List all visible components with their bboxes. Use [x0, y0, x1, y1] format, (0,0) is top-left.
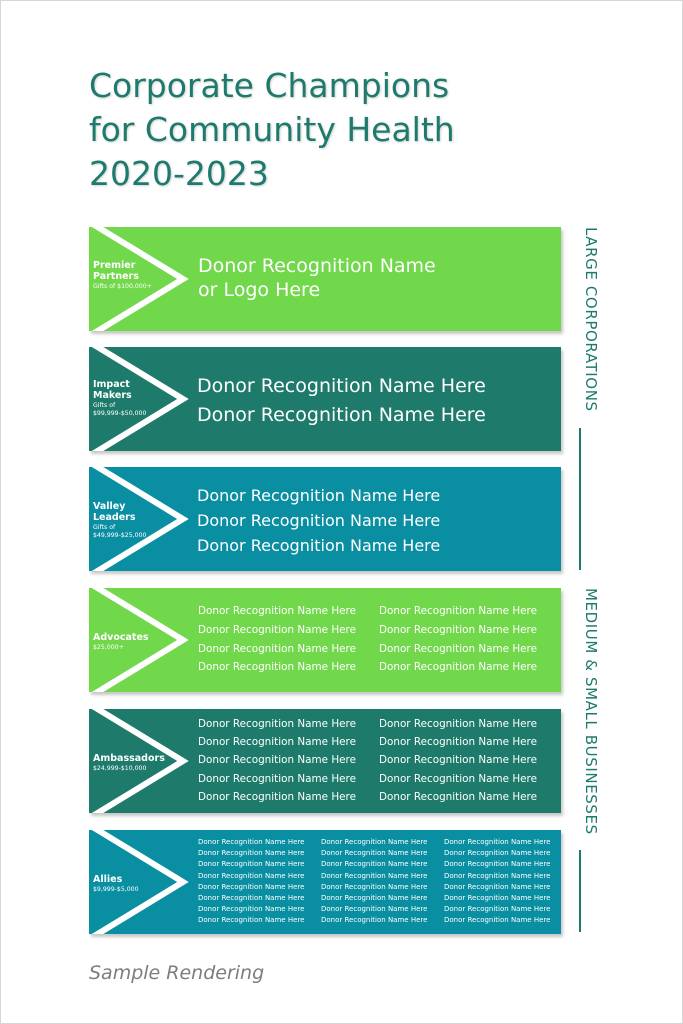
tier-label: Valley Leaders Gifts of $49,999-$25,000: [93, 501, 155, 540]
donor-name: Donor Recognition Name Here: [198, 605, 356, 617]
donor-name: Donor Recognition Name Here: [379, 754, 537, 767]
chevron-arrow-icon: [91, 467, 189, 571]
tier-label: Ambassadors $24,999-$10,000: [93, 753, 165, 773]
donor-names: Donor Recognition Name Here Donor Recogn…: [198, 837, 567, 927]
donor-name: Donor Recognition Name Here: [198, 754, 356, 767]
donor-name: Donor Recognition Name Here: [321, 860, 428, 869]
tier-gift-range: $25,000+: [93, 644, 124, 651]
tier-name: Valley Leaders: [93, 501, 136, 523]
tier-allies: Allies $9,999-$5,000 Donor Recognition N…: [89, 830, 561, 934]
donor-name: Donor Recognition Name Here: [444, 905, 551, 914]
donor-name: Donor Recognition Name Here: [197, 404, 486, 426]
tier-premier-partners: Premier Partners Gifts of $100,000+ Dono…: [89, 227, 561, 331]
donor-name: Donor Recognition Name Here: [444, 894, 551, 903]
donor-name: Donor Recognition Name Here: [198, 882, 305, 891]
donor-name: Donor Recognition Name Here: [379, 623, 537, 636]
donor-name: Donor Recognition Name Here: [197, 511, 441, 530]
tier-name: Impact Makers: [93, 379, 132, 401]
donor-names: Donor Recognition Name Here Donor Recogn…: [197, 483, 440, 558]
donor-name: Donor Recognition Name Here: [198, 623, 356, 636]
side-divider-rule: [579, 850, 581, 932]
donor-name: Donor Recognition Name Here: [198, 871, 305, 880]
donor-name: Donor Recognition Name Here: [198, 849, 305, 858]
page-title: Corporate Champions for Community Health…: [89, 66, 455, 193]
donor-name: Donor Recognition Name Here: [444, 838, 551, 846]
donor-name: Donor Recognition Name Here: [379, 790, 537, 803]
donor-name: Donor Recognition Name Here: [197, 486, 441, 505]
donor-name: Donor Recognition Name Here: [198, 790, 356, 803]
donor-name: Donor Recognition Name Here: [444, 882, 551, 891]
donor-name: Donor Recognition Name Here: [197, 375, 486, 397]
donor-name: Donor Recognition Name Here: [198, 905, 305, 914]
donor-names: Donor Recognition Name or Logo Here: [198, 254, 436, 302]
tier-label: Impact Makers Gifts of $99,999-$50,000: [93, 379, 155, 418]
tier-impact-makers: Impact Makers Gifts of $99,999-$50,000 D…: [89, 347, 561, 451]
sample-rendering-caption: Sample Rendering: [89, 962, 265, 984]
donor-name: Donor Recognition Name Here: [444, 849, 551, 858]
tier-label: Advocates $25,000+: [93, 632, 155, 652]
donor-name: Donor Recognition Name Here: [321, 905, 428, 914]
donor-name: Donor Recognition Name Here: [379, 605, 537, 617]
donor-name: Donor Recognition Name Here: [198, 718, 356, 730]
donor-names: Donor Recognition Name Here Donor Recogn…: [198, 715, 560, 806]
donor-name: Donor Recognition Name Here: [321, 849, 428, 858]
chevron-arrow-icon: [91, 347, 189, 451]
tier-gift-range: $24,999-$10,000: [93, 765, 147, 772]
chevron-arrow-icon: [91, 830, 189, 934]
donor-name: Donor Recognition Name Here: [321, 871, 428, 880]
donor-name: Donor Recognition Name: [198, 255, 436, 277]
donor-names: Donor Recognition Name Here Donor Recogn…: [198, 602, 560, 677]
side-divider-rule: [579, 428, 581, 570]
tier-gift-range: Gifts of $99,999-$50,000: [93, 402, 147, 417]
tier-gift-range: $9,999-$5,000: [93, 886, 139, 893]
donor-name: Donor Recognition Name Here: [198, 661, 356, 674]
chevron-arrow-icon: [91, 588, 189, 692]
donor-name: Donor Recognition Name Here: [444, 860, 551, 869]
chevron-arrow-icon: [91, 227, 189, 331]
chevron-arrow-icon: [91, 709, 189, 813]
donor-name: Donor Recognition Name Here: [379, 736, 537, 749]
donor-name: Donor Recognition Name Here: [379, 661, 537, 674]
tier-gift-range: Gifts of $49,999-$25,000: [93, 524, 147, 539]
tier-valley-leaders: Valley Leaders Gifts of $49,999-$25,000 …: [89, 467, 561, 571]
donor-name: Donor Recognition Name Here: [198, 772, 356, 785]
side-label-large-corporations: LARGE CORPORATIONS: [582, 227, 600, 412]
donor-name: Donor Recognition Name Here: [321, 916, 428, 925]
donor-name: Donor Recognition Name Here: [379, 718, 537, 730]
donor-name: Donor Recognition Name Here: [444, 871, 551, 880]
tier-ambassadors: Ambassadors $24,999-$10,000 Donor Recogn…: [89, 709, 561, 813]
tier-label: Premier Partners Gifts of $100,000+: [93, 260, 155, 291]
tier-name: Advocates: [93, 632, 149, 643]
donor-name: Donor Recognition Name Here: [198, 736, 356, 749]
tier-name: Premier Partners: [93, 260, 139, 282]
donor-name: Donor Recognition Name Here: [379, 642, 537, 655]
donor-name: Donor Recognition Name Here: [379, 772, 537, 785]
donor-name: Donor Recognition Name Here: [321, 882, 428, 891]
donor-name: Donor Recognition Name Here: [197, 536, 441, 555]
tier-name: Allies: [93, 874, 123, 885]
donor-name: Donor Recognition Name Here: [198, 642, 356, 655]
side-label-medium-small-businesses: MEDIUM & SMALL BUSINESSES: [582, 588, 600, 835]
donor-name: or Logo Here: [198, 279, 321, 301]
tier-name: Ambassadors: [93, 753, 165, 764]
donor-name: Donor Recognition Name Here: [198, 894, 305, 903]
donor-name: Donor Recognition Name Here: [198, 916, 305, 925]
donor-name: Donor Recognition Name Here: [198, 838, 305, 846]
donor-name: Donor Recognition Name Here: [198, 860, 305, 869]
donor-names: Donor Recognition Name Here Donor Recogn…: [197, 372, 486, 430]
donor-name: Donor Recognition Name Here: [321, 894, 428, 903]
tier-gift-range: Gifts of $100,000+: [93, 283, 152, 290]
tier-advocates: Advocates $25,000+ Donor Recognition Nam…: [89, 588, 561, 692]
donor-name: Donor Recognition Name Here: [321, 838, 428, 846]
tier-label: Allies $9,999-$5,000: [93, 874, 155, 894]
donor-name: Donor Recognition Name Here: [444, 916, 551, 925]
